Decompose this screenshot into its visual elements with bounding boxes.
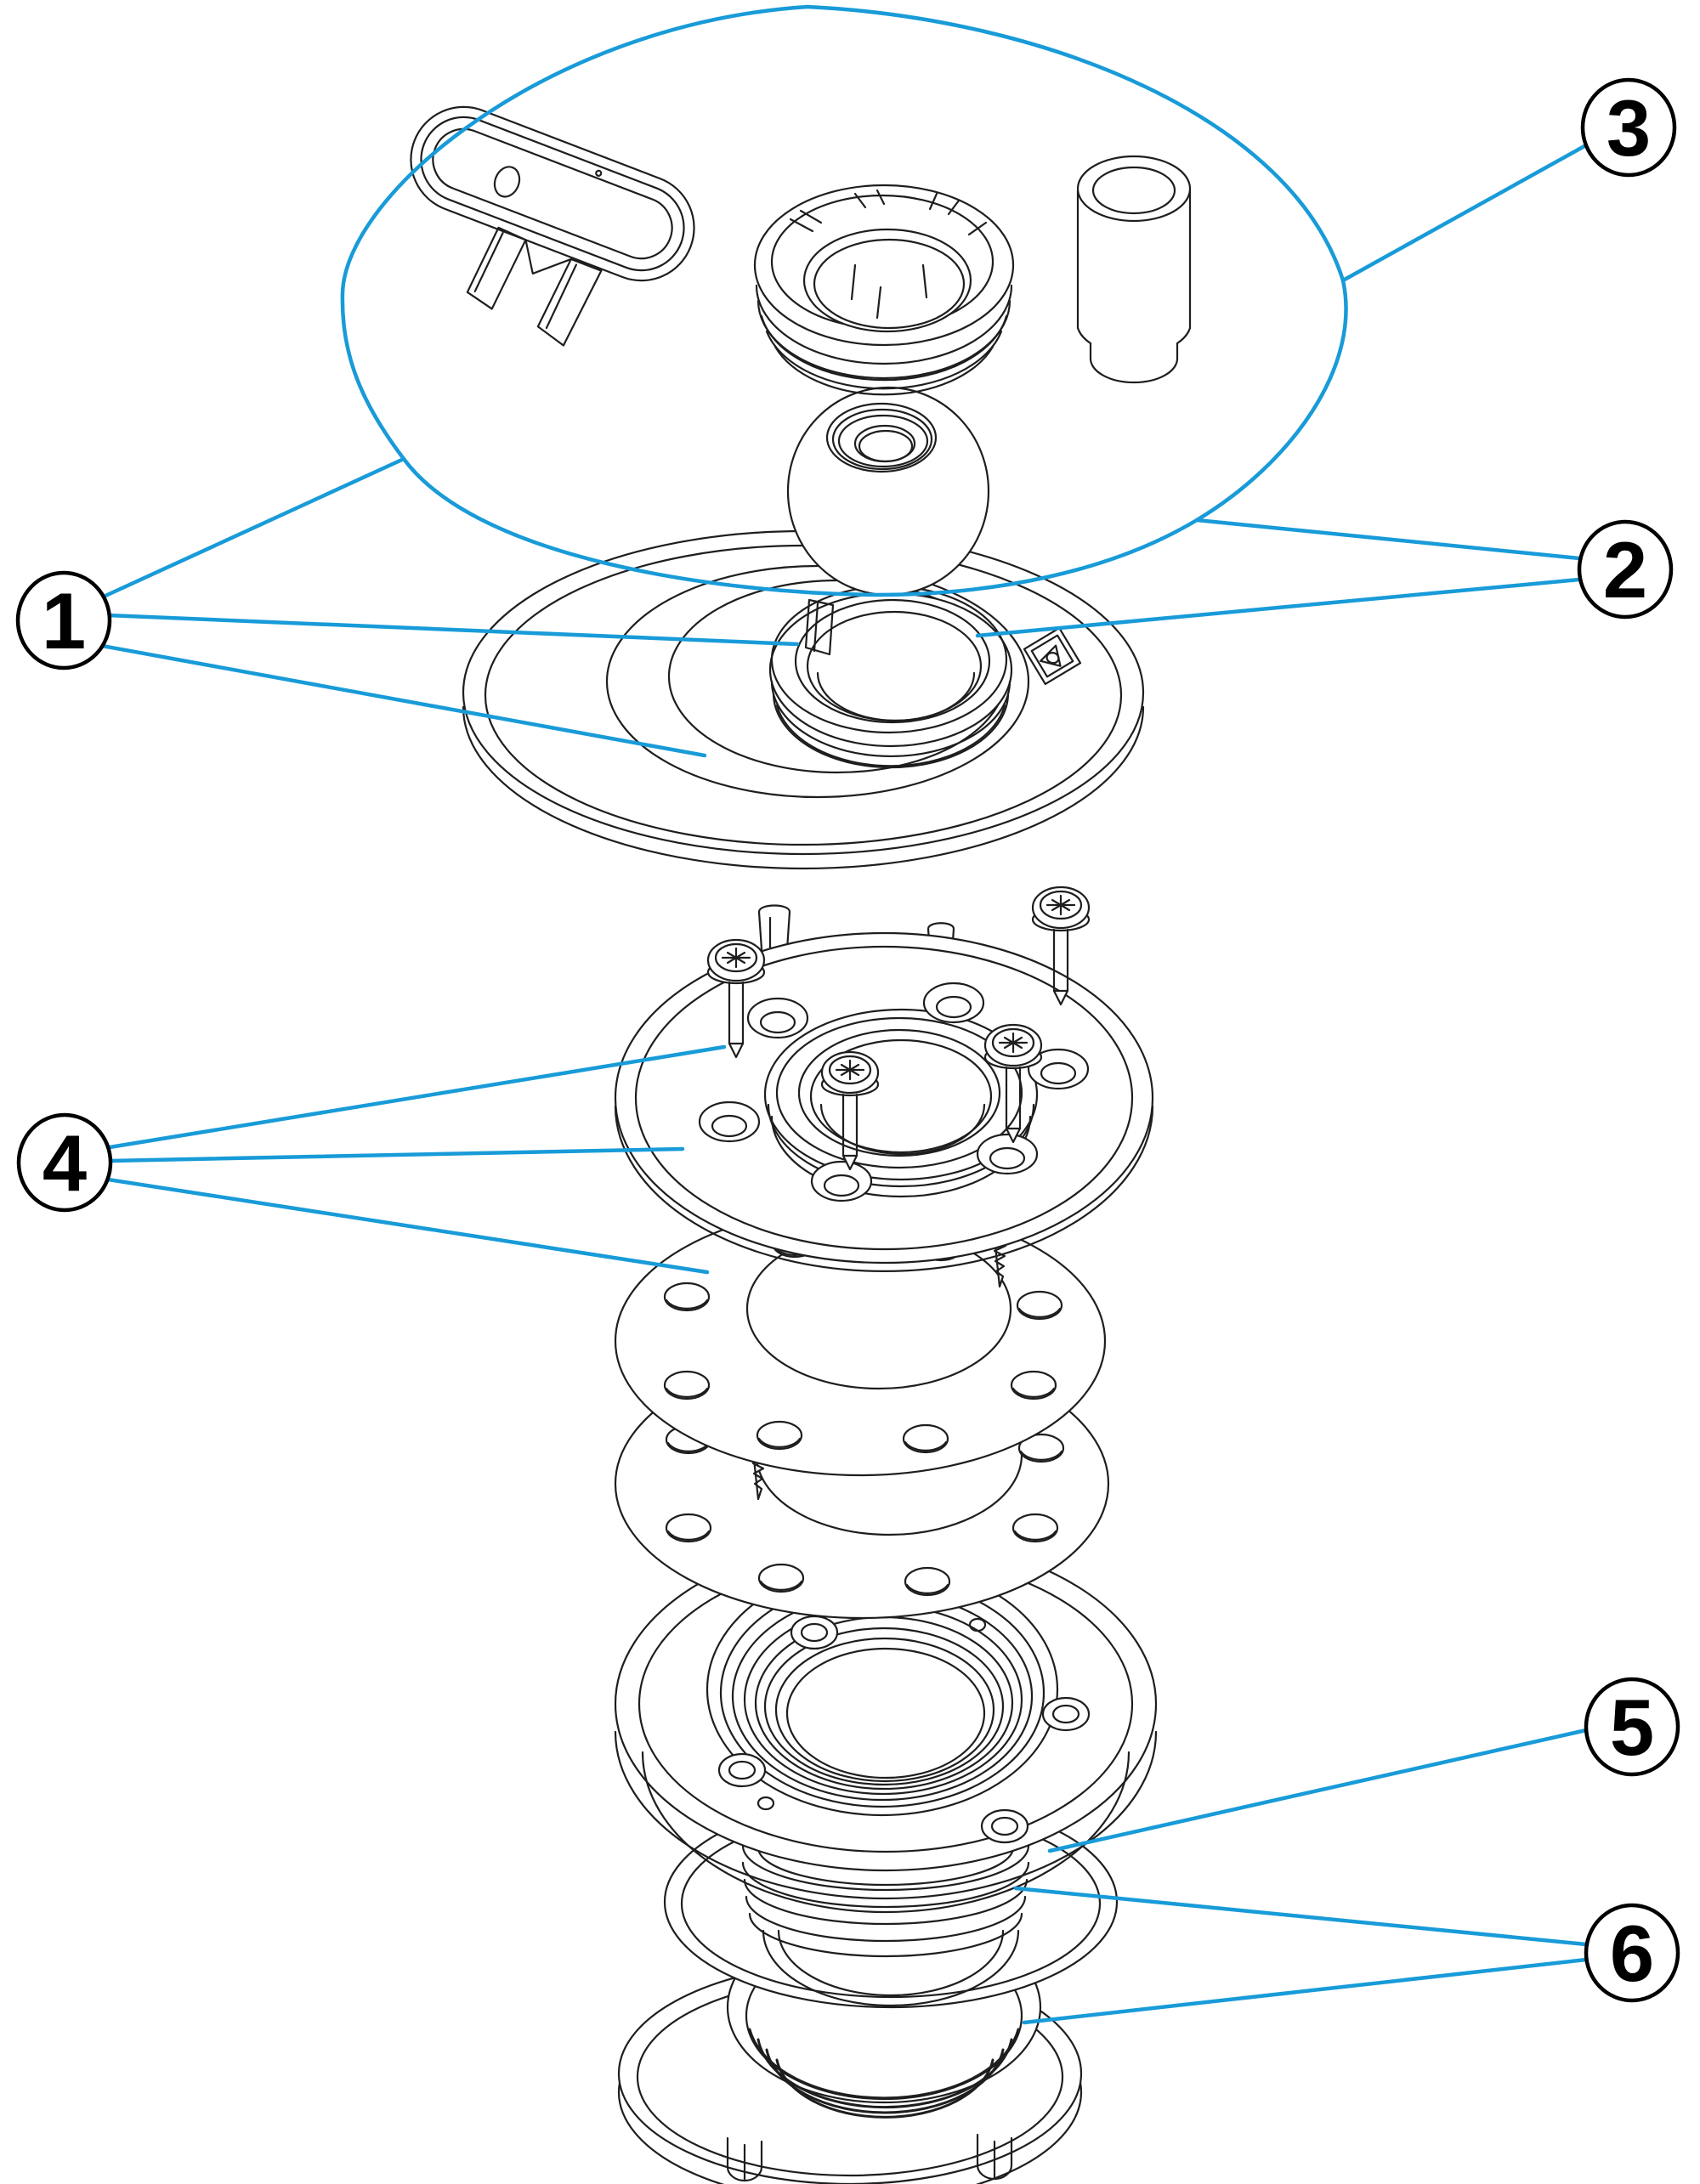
callout-2-number: 2 <box>1603 525 1647 614</box>
detail-bubble <box>340 4 1348 597</box>
screw-boss <box>717 1615 1091 1844</box>
callout-6: 6 <box>1584 1903 1680 2003</box>
leader-6-upper <box>1013 1886 1589 1947</box>
callout-4: 4 <box>16 1112 113 1213</box>
escutcheon-flange <box>462 529 1145 870</box>
callout-5-number: 5 <box>1610 1683 1654 1772</box>
leader-4-screw <box>107 1044 727 1150</box>
key-leg <box>536 257 603 347</box>
leader-2-collar <box>975 577 1582 638</box>
locking-ring <box>753 184 1015 396</box>
callout-3: 3 <box>1580 77 1677 178</box>
leader-4-ring <box>108 1146 685 1163</box>
mounting-ring <box>614 885 1154 1273</box>
callout-2: 2 <box>1577 519 1674 620</box>
gasket-upper <box>614 1196 1107 1477</box>
callout-5: 5 <box>1584 1677 1680 1777</box>
leader-6-lower <box>1022 1957 1589 2025</box>
collar-notch <box>804 598 835 656</box>
nozzle-body-flange <box>614 1536 1158 1914</box>
diamond-logo-icon <box>1023 626 1082 686</box>
sleeve-tube <box>1076 155 1192 384</box>
leader-4-gasket <box>105 1177 710 1275</box>
leader-3-bubble <box>1340 144 1587 283</box>
key-leg <box>466 226 527 310</box>
ball-nozzle <box>786 386 990 597</box>
leader-5-nipple <box>1047 1728 1589 1853</box>
callouts: 1 2 3 4 5 6 <box>15 77 1680 2003</box>
leader-lines <box>99 144 1589 2025</box>
niche-clip <box>726 2136 763 2182</box>
leader-1-collar <box>105 613 800 647</box>
niche-clip <box>976 2133 1013 2181</box>
leader-1-bubble <box>101 456 406 599</box>
leader-2-bubble <box>1194 518 1582 561</box>
leader-1-flange <box>99 643 707 758</box>
callout-1-number: 1 <box>42 576 86 665</box>
callout-1: 1 <box>15 570 112 670</box>
callout-6-number: 6 <box>1610 1909 1654 1998</box>
callout-3-number: 3 <box>1606 83 1651 173</box>
key-tool <box>410 105 695 347</box>
callout-4-number: 4 <box>42 1118 87 1208</box>
